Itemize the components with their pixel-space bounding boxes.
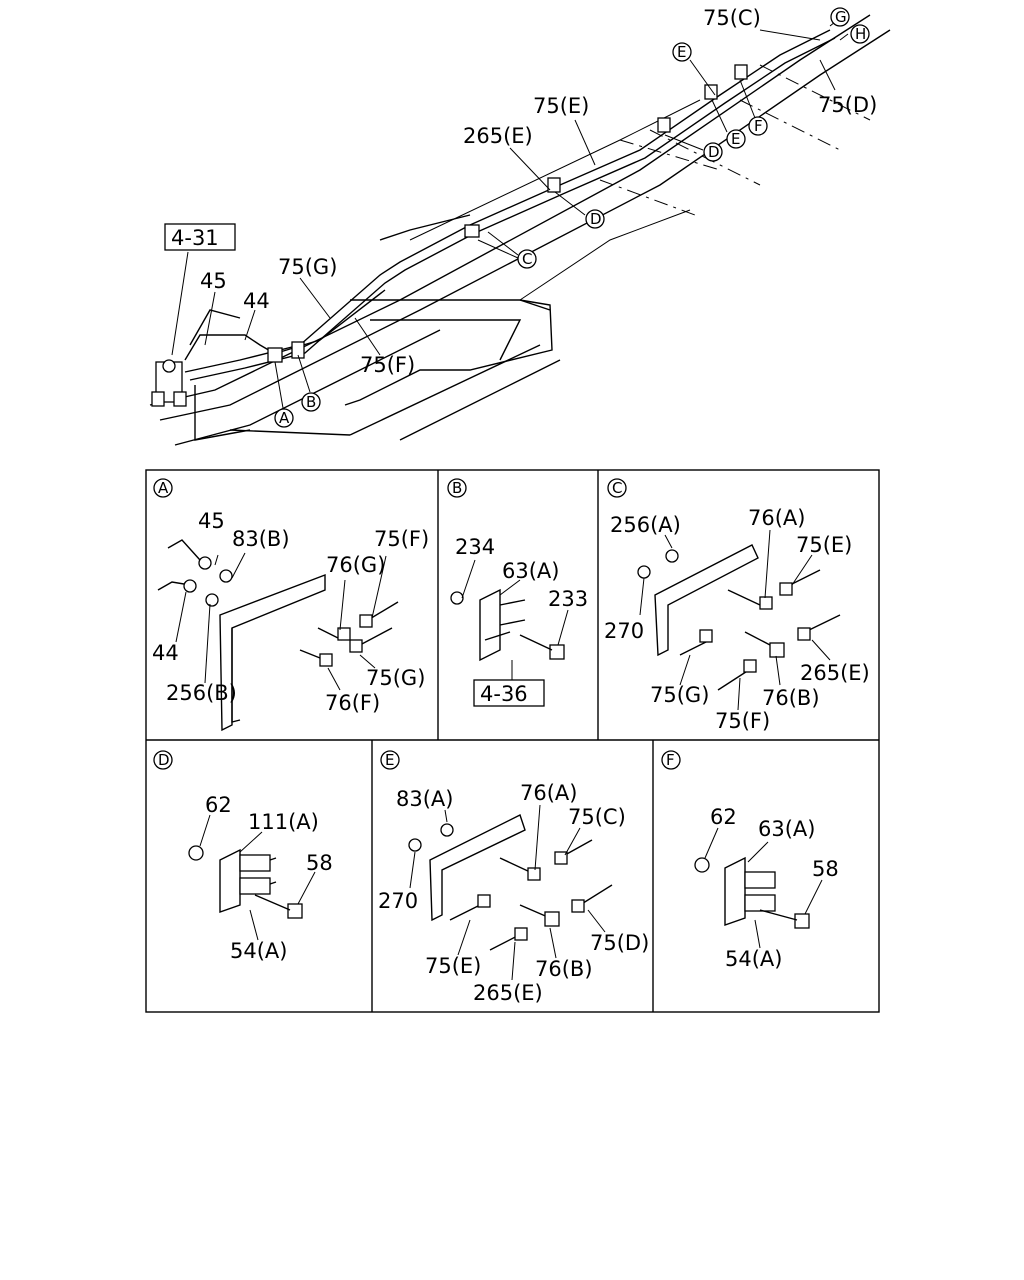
callout-d2-text: D	[590, 210, 602, 228]
callout-e2-text: E	[731, 130, 740, 148]
a-label-83b: 83(B)	[232, 527, 290, 551]
label-75g: 75(G)	[278, 255, 337, 279]
callout-circle-h	[850, 24, 870, 44]
f-label-63a: 63(A)	[758, 817, 815, 841]
label-75e: 75(E)	[533, 94, 589, 118]
a-label-76g: 76(G)	[326, 553, 385, 577]
panel-a: A 45 83(B) 75(F) 76(G) 44 256(B) 75(G)	[152, 478, 429, 732]
c-label-270: 270	[604, 619, 644, 643]
f-label-58: 58	[812, 857, 839, 881]
f-label-54a: 54(A)	[725, 947, 782, 971]
callout-circle-f	[748, 116, 768, 136]
d-label-111a: 111(A)	[248, 810, 319, 834]
callout-circle-c	[517, 249, 537, 269]
panel-b-letter: B	[452, 479, 462, 497]
a-label-76f: 76(F)	[325, 691, 380, 715]
callout-e1-text: E	[677, 43, 686, 61]
callout-circle-b	[301, 392, 321, 412]
callout-circle-e2	[726, 129, 746, 149]
panel-c-letter: C	[612, 479, 622, 497]
e-label-75c: 75(C)	[568, 805, 626, 829]
clip-e	[704, 84, 718, 100]
b-ref-4-36: 4-36	[480, 682, 528, 706]
c-label-76b: 76(B)	[762, 686, 820, 710]
panel-f: F 62 63(A) 58 54(A)	[661, 750, 839, 971]
c-label-75e: 75(E)	[796, 533, 852, 557]
e-label-75e: 75(E)	[425, 954, 481, 978]
panel-a-circle	[153, 478, 173, 498]
b-label-234: 234	[455, 535, 495, 559]
panel-e-letter: E	[385, 751, 394, 769]
valve-fitting	[162, 359, 176, 373]
panel-e: E 83(A) 76(A) 75(C) 270 75(D) 75(E) 76(B…	[378, 750, 649, 1005]
panel-c: C 256(A) 76(A) 75(E) 270 265(E) 75(G) 76…	[604, 478, 870, 733]
c-label-265e: 265(E)	[800, 661, 870, 685]
panel-b-circle	[447, 478, 467, 498]
a-label-44: 44	[152, 641, 179, 665]
e-label-265e: 265(E)	[473, 981, 543, 1005]
ref-box-4-31	[164, 223, 236, 251]
label-75f: 75(F)	[360, 353, 415, 377]
clip-c	[464, 224, 480, 238]
clip-b	[291, 341, 305, 359]
e-label-76b: 76(B)	[535, 957, 593, 981]
e-label-76a: 76(A)	[520, 781, 577, 805]
ref-4-31-text: 4-31	[171, 226, 219, 250]
a-label-75g: 75(G)	[366, 666, 425, 690]
callout-g-text: G	[835, 8, 847, 26]
clip-f	[734, 64, 748, 80]
c-label-75f: 75(F)	[715, 709, 770, 733]
panel-b: B 4-36 234 63(A) 233	[447, 478, 588, 707]
b-label-233: 233	[548, 587, 588, 611]
f-label-62: 62	[710, 805, 737, 829]
b-label-63a: 63(A)	[502, 559, 559, 583]
callout-b-text: B	[306, 393, 316, 411]
d-label-58: 58	[306, 851, 333, 875]
panel-d-circle	[153, 750, 173, 770]
a-label-256b: 256(B)	[166, 681, 237, 705]
clip-d	[547, 177, 561, 193]
d-label-62: 62	[205, 793, 232, 817]
detail-grid	[145, 469, 880, 1013]
label-265e: 265(E)	[463, 124, 533, 148]
panel-d: D 62 111(A) 58 54(A)	[153, 750, 333, 963]
e-label-270: 270	[378, 889, 418, 913]
a-label-75f: 75(F)	[374, 527, 429, 551]
label-75d: 75(D)	[818, 93, 877, 117]
panel-c-circle	[607, 478, 627, 498]
a-label-45: 45	[198, 509, 225, 533]
clip-d2	[657, 117, 671, 133]
callout-c-text: C	[522, 250, 532, 268]
clip-a	[267, 347, 283, 363]
c-label-76a: 76(A)	[748, 506, 805, 530]
c-label-75g: 75(G)	[650, 683, 709, 707]
panel-f-letter: F	[666, 751, 675, 769]
callout-circle-d2	[585, 209, 605, 229]
callout-a-text: A	[279, 409, 290, 427]
e-label-75d: 75(D)	[590, 931, 649, 955]
label-75c: 75(C)	[703, 6, 761, 30]
panel-d-letter: D	[158, 751, 170, 769]
e-label-83a: 83(A)	[396, 787, 453, 811]
overview-callouts: G H E E F D D C A B	[274, 7, 870, 428]
callout-circle-g	[830, 7, 850, 27]
callout-circle-e1	[672, 42, 692, 62]
callout-h-text: H	[855, 25, 866, 43]
label-44: 44	[243, 289, 270, 313]
callout-f-text: F	[754, 117, 763, 135]
panel-e-circle	[380, 750, 400, 770]
label-45: 45	[200, 269, 227, 293]
callout-circle-d1	[703, 142, 723, 162]
d-label-54a: 54(A)	[230, 939, 287, 963]
panel-f-circle	[661, 750, 681, 770]
c-label-256a: 256(A)	[610, 513, 681, 537]
ref-box-4-36	[473, 679, 545, 707]
callout-d1-text: D	[708, 143, 720, 161]
panel-a-letter: A	[158, 479, 169, 497]
overview-illustration	[149, 14, 891, 446]
callout-circle-a	[274, 408, 294, 428]
